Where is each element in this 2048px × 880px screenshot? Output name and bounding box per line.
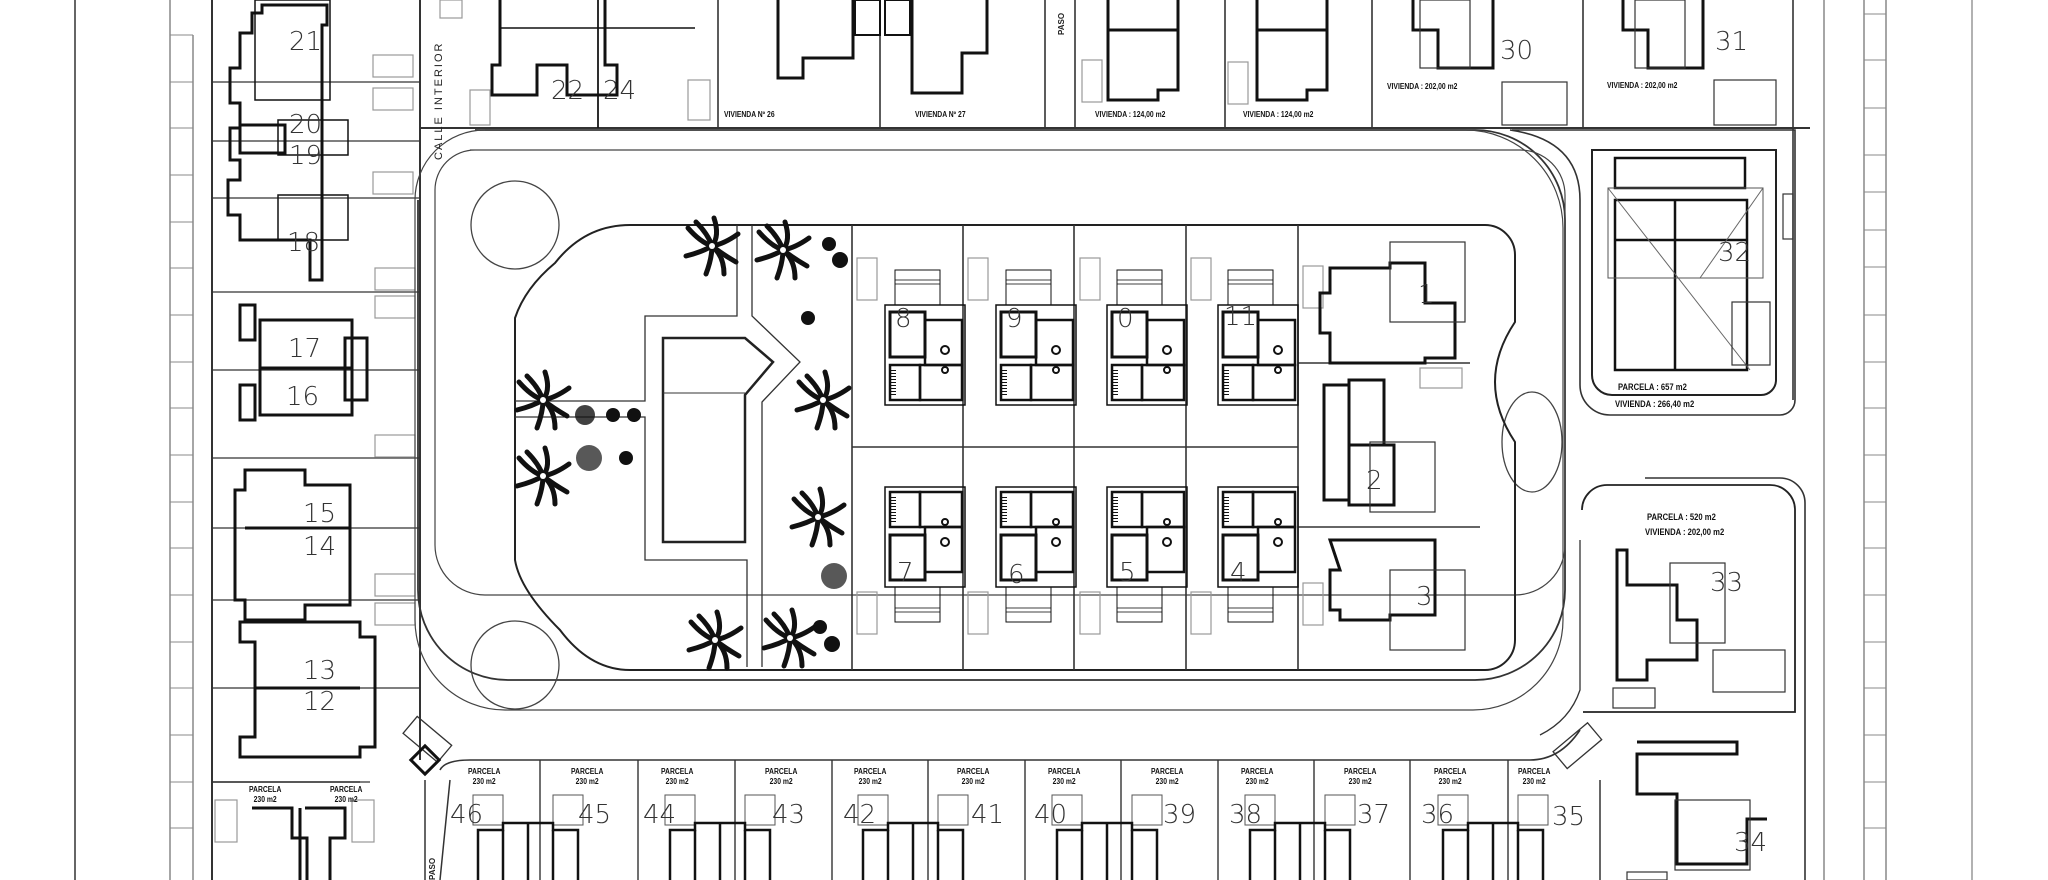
lot-number-41: 41 [971,800,1005,830]
lot-33-vivienda: VIVIENDA : 202,00 m2 [1645,527,1725,537]
lot-number-35: 35 [1552,802,1586,832]
lot-number-15: 15 [303,499,337,529]
lot-number-14: 14 [303,532,337,562]
lot-number-40: 40 [1034,800,1068,830]
lot-number-5: 5 [1119,558,1136,588]
lot-number-7: 7 [897,558,914,588]
lot-number-24: 24 [603,76,637,106]
lot-number-30: 30 [1500,36,1534,66]
lot-number-43: 43 [772,800,806,830]
lot-number-45: 45 [578,800,612,830]
vivienda-124-label-2: VIVIENDA : 124,00 m2 [1243,110,1314,119]
lot-number-13: 13 [303,656,337,686]
lot-number-31: 31 [1715,27,1749,57]
lot-number-19: 19 [289,141,323,171]
lot-number-3: 3 [1416,582,1433,612]
lot-number-34: 34 [1734,828,1768,858]
lot-number-32: 32 [1718,238,1752,268]
street-label-calle-interior: CALLE INTERIOR [433,41,445,160]
lot-number-37: 37 [1357,800,1391,830]
lot-number-36: 36 [1421,800,1455,830]
lot-number-46: 46 [450,800,484,830]
lot-number-20: 20 [289,110,323,140]
lot-number-38: 38 [1229,800,1263,830]
lot-32-parcela: PARCELA : 657 m2 [1618,382,1687,392]
lot-number-4: 4 [1230,558,1247,588]
lot-number-17: 17 [288,334,322,364]
vivienda-202-label-30: VIVIENDA : 202,00 m2 [1387,82,1458,91]
vivienda-26-label: VIVIENDA Nº 26 [724,110,775,119]
lot-number-22: 22 [551,76,585,106]
lot-number-2: 2 [1366,466,1383,496]
lot-number-8: 8 [895,304,912,334]
lot-number-10: 0 [1117,304,1134,334]
lot-number-44: 44 [643,800,677,830]
lot-number-11: 11 [1224,302,1258,332]
lot-32-vivienda: VIVIENDA : 266,40 m2 [1615,399,1695,409]
lot-number-16: 16 [286,382,320,412]
lot-33-parcela: PARCELA : 520 m2 [1647,512,1716,522]
lot-number-12: 12 [303,687,337,717]
lot-number-42: 42 [843,800,877,830]
vivienda-27-label: VIVIENDA Nº 27 [915,110,966,119]
lot-number-6: 6 [1008,560,1025,590]
vivienda-124-label-1: VIVIENDA : 124,00 m2 [1095,110,1166,119]
passage-label-top: PASO [1057,12,1066,35]
lot-number-39: 39 [1163,800,1197,830]
lot-number-18: 18 [287,228,321,258]
lot-number-21: 21 [289,27,323,57]
lot-number-9: 9 [1006,304,1023,334]
vivienda-202-label-31: VIVIENDA : 202,00 m2 [1607,81,1678,90]
lot-number-33: 33 [1710,568,1744,598]
lot-number-1: 1 [1418,280,1435,310]
passage-label-bottom: PASO [428,857,437,880]
